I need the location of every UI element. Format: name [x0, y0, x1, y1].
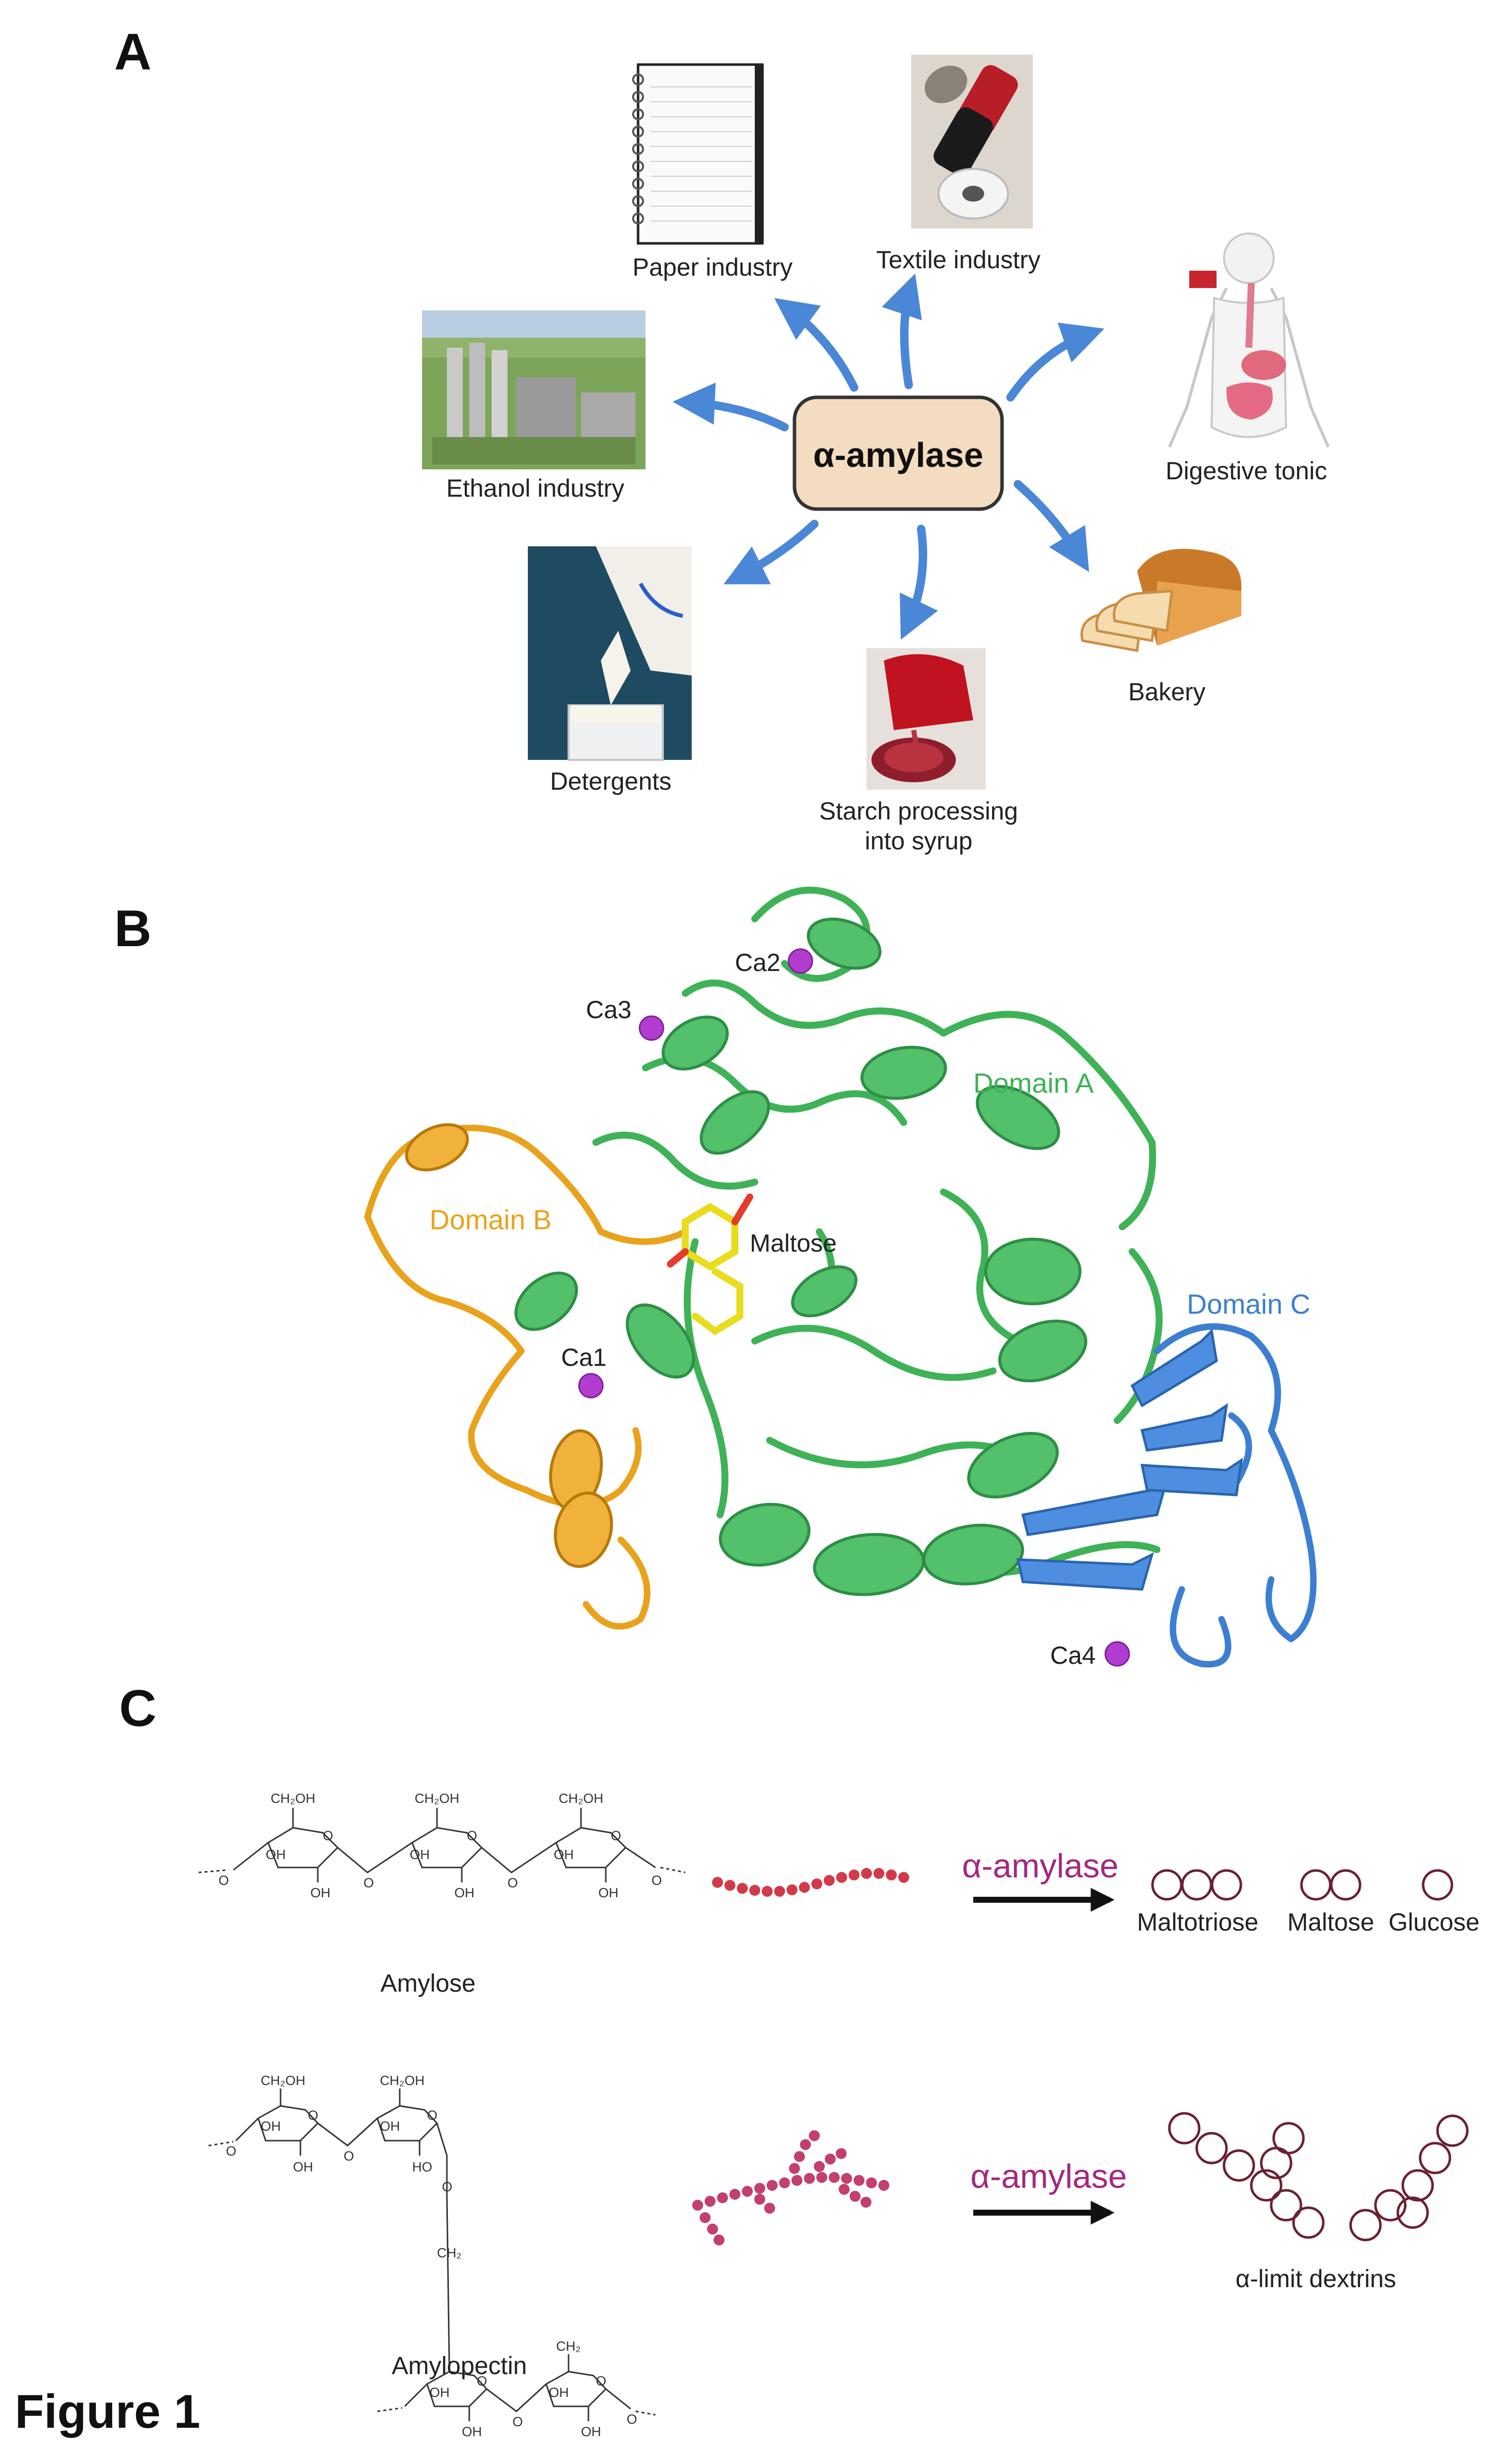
svg-text:O: O: [477, 2374, 487, 2388]
svg-text:O: O: [507, 1875, 518, 1890]
svg-text:O: O: [442, 2179, 452, 2194]
svg-text:O: O: [323, 1828, 333, 1843]
maltose-ligand: [667, 1194, 753, 1336]
ethanol-plant-photo: [422, 310, 646, 469]
svg-text:O: O: [467, 1828, 477, 1843]
svg-text:OH: OH: [380, 2119, 400, 2134]
svg-text:CH₂OH: CH₂OH: [559, 1791, 603, 1806]
textile-industry-caption: Textile industry: [876, 246, 1041, 274]
calcium-ions: [578, 948, 1130, 1667]
svg-text:OH: OH: [293, 2160, 313, 2174]
detergent-pouring-photo: [528, 546, 692, 761]
svg-text:O: O: [596, 2374, 606, 2388]
svg-text:OH: OH: [581, 2424, 601, 2439]
maltose-label: Maltose: [750, 1229, 837, 1257]
syrup-spoon-photo: [866, 648, 986, 790]
svg-text:OH: OH: [598, 1885, 619, 1900]
svg-text:O: O: [226, 2144, 236, 2159]
domain-a-label: Domain A: [973, 1067, 1094, 1099]
svg-text:OH: OH: [549, 2385, 569, 2400]
panel-b-label: B: [114, 900, 151, 958]
svg-text:OH: OH: [410, 1847, 430, 1862]
ca4-label: Ca4: [1050, 1641, 1096, 1669]
svg-text:O: O: [308, 2108, 318, 2123]
svg-text:CH₂OH: CH₂OH: [415, 1791, 459, 1806]
svg-text:O: O: [611, 1828, 621, 1843]
ca3-label: Ca3: [586, 996, 632, 1024]
notebook-icon: [632, 63, 764, 245]
amylopectin-structure: CH₂OH CH₂OH CH₂ CH₂ OH OH OH HO OH OH OH…: [208, 2073, 656, 2439]
digestive-tonic-caption: Digestive tonic: [1165, 457, 1327, 485]
svg-text:O: O: [363, 1875, 374, 1890]
alpha-amylase-label: α-amylase: [813, 436, 984, 474]
svg-text:OH: OH: [261, 2119, 281, 2134]
digestive-system-icon: [1168, 232, 1330, 448]
alpha-amylase-box: α-amylase: [792, 395, 1004, 511]
panel-a-label: A: [114, 23, 151, 81]
svg-text:OH: OH: [454, 1885, 475, 1900]
svg-text:OH: OH: [430, 2385, 450, 2400]
panel-c-label: C: [119, 1680, 156, 1737]
domain-b-helices: [405, 1123, 613, 1568]
amylose-bead-chain: [712, 1868, 909, 1897]
maltotriose-label: Maltotriose: [1137, 1908, 1259, 1936]
svg-text:CH₂OH: CH₂OH: [271, 1791, 315, 1806]
svg-text:O: O: [512, 2414, 523, 2429]
amylopectin-bead-chain: [692, 2130, 889, 2245]
svg-text:CH₂: CH₂: [556, 2339, 580, 2354]
enzyme-label-top: α-amylase: [962, 1847, 1118, 1885]
svg-text:OH: OH: [266, 1847, 286, 1862]
amylose-label: Amylose: [380, 1969, 476, 1997]
starch-processing-caption: Starch processing: [819, 797, 1018, 825]
svg-text:O: O: [627, 2412, 637, 2427]
product-circles-top: [1151, 1869, 1453, 1901]
domain-a-helices: [514, 917, 1087, 1596]
paper-industry-caption: Paper industry: [633, 253, 792, 281]
application-arrows: [672, 273, 1105, 640]
amylose-structure: CH₂OH CH₂OH CH₂OH OH OH OH OH OH OH O O …: [198, 1791, 686, 1900]
svg-text:OH: OH: [554, 1847, 574, 1862]
bread-loaf-icon: [1080, 549, 1241, 652]
limit-dextrin-circles: [1168, 2112, 1469, 2241]
svg-text:CH₂OH: CH₂OH: [380, 2073, 425, 2088]
svg-text:OH: OH: [310, 1885, 331, 1900]
enzyme-label-bottom: α-amylase: [970, 2158, 1127, 2195]
alpha-limit-dextrins-label: α-limit dextrins: [1235, 2265, 1396, 2293]
ca1-label: Ca1: [561, 1343, 607, 1371]
ethanol-industry-caption: Ethanol industry: [446, 474, 625, 502]
into-syrup-caption: into syrup: [865, 827, 973, 855]
svg-text:HO: HO: [412, 2160, 432, 2174]
domain-a-ribbon: [592, 887, 1163, 1576]
domain-b-ribbon: [364, 1124, 689, 1630]
ca2-label: Ca2: [735, 949, 781, 976]
domain-b-label: Domain B: [430, 1204, 552, 1235]
svg-text:OH: OH: [462, 2424, 482, 2439]
svg-text:O: O: [218, 1873, 229, 1888]
detergents-caption: Detergents: [550, 767, 672, 795]
domain-c-strands: [1016, 1328, 1243, 1591]
svg-text:CH₂OH: CH₂OH: [261, 2073, 305, 2088]
bakery-caption: Bakery: [1128, 678, 1206, 706]
thread-spools-photo: [911, 55, 1033, 228]
amylopectin-label: Amylopectin: [392, 2352, 527, 2380]
domain-c-label: Domain C: [1187, 1288, 1310, 1320]
svg-text:O: O: [651, 1873, 662, 1888]
figure-label: Figure 1: [15, 2385, 200, 2438]
glucose-label: Glucose: [1388, 1908, 1479, 1936]
maltose-product-label: Maltose: [1287, 1908, 1374, 1936]
svg-text:CH₂: CH₂: [437, 2245, 461, 2260]
svg-text:O: O: [427, 2108, 437, 2123]
svg-text:O: O: [344, 2149, 354, 2164]
